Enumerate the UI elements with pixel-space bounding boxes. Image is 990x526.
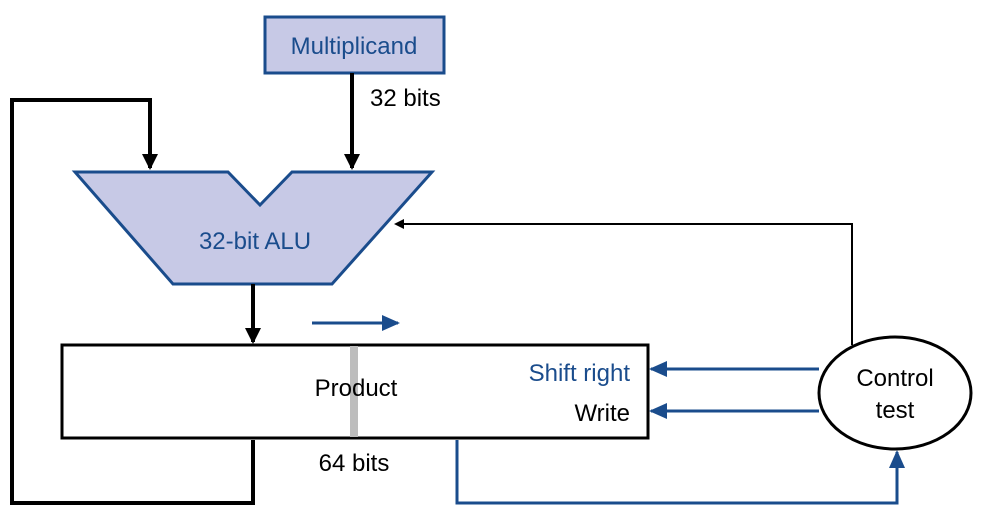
product-to-control-arrow (455, 440, 905, 505)
control-to-alu-arrow (394, 219, 853, 345)
control-label-line2: test (876, 397, 915, 424)
multiplicand-register: Multiplicand (263, 15, 446, 75)
product-label: Product (315, 375, 398, 402)
write-label: Write (574, 400, 630, 427)
multiplicand-box (263, 15, 446, 75)
alu-label: 32-bit ALU (199, 228, 311, 255)
product-feedback-path (10, 98, 255, 505)
control-label-line1: Control (856, 365, 933, 392)
multiplicand-width-label: 32 bits (370, 85, 441, 112)
alu: 32-bit ALU (71, 170, 436, 286)
multiplicand-label: Multiplicand (291, 33, 418, 60)
control-test-ellipse (817, 335, 973, 451)
shift-right-label: Shift right (529, 360, 631, 387)
alu-shape (71, 170, 436, 286)
product-width-label: 64 bits (319, 450, 390, 477)
control-test: Control test (817, 335, 973, 451)
product-register: Product Shift right Write (60, 343, 650, 440)
